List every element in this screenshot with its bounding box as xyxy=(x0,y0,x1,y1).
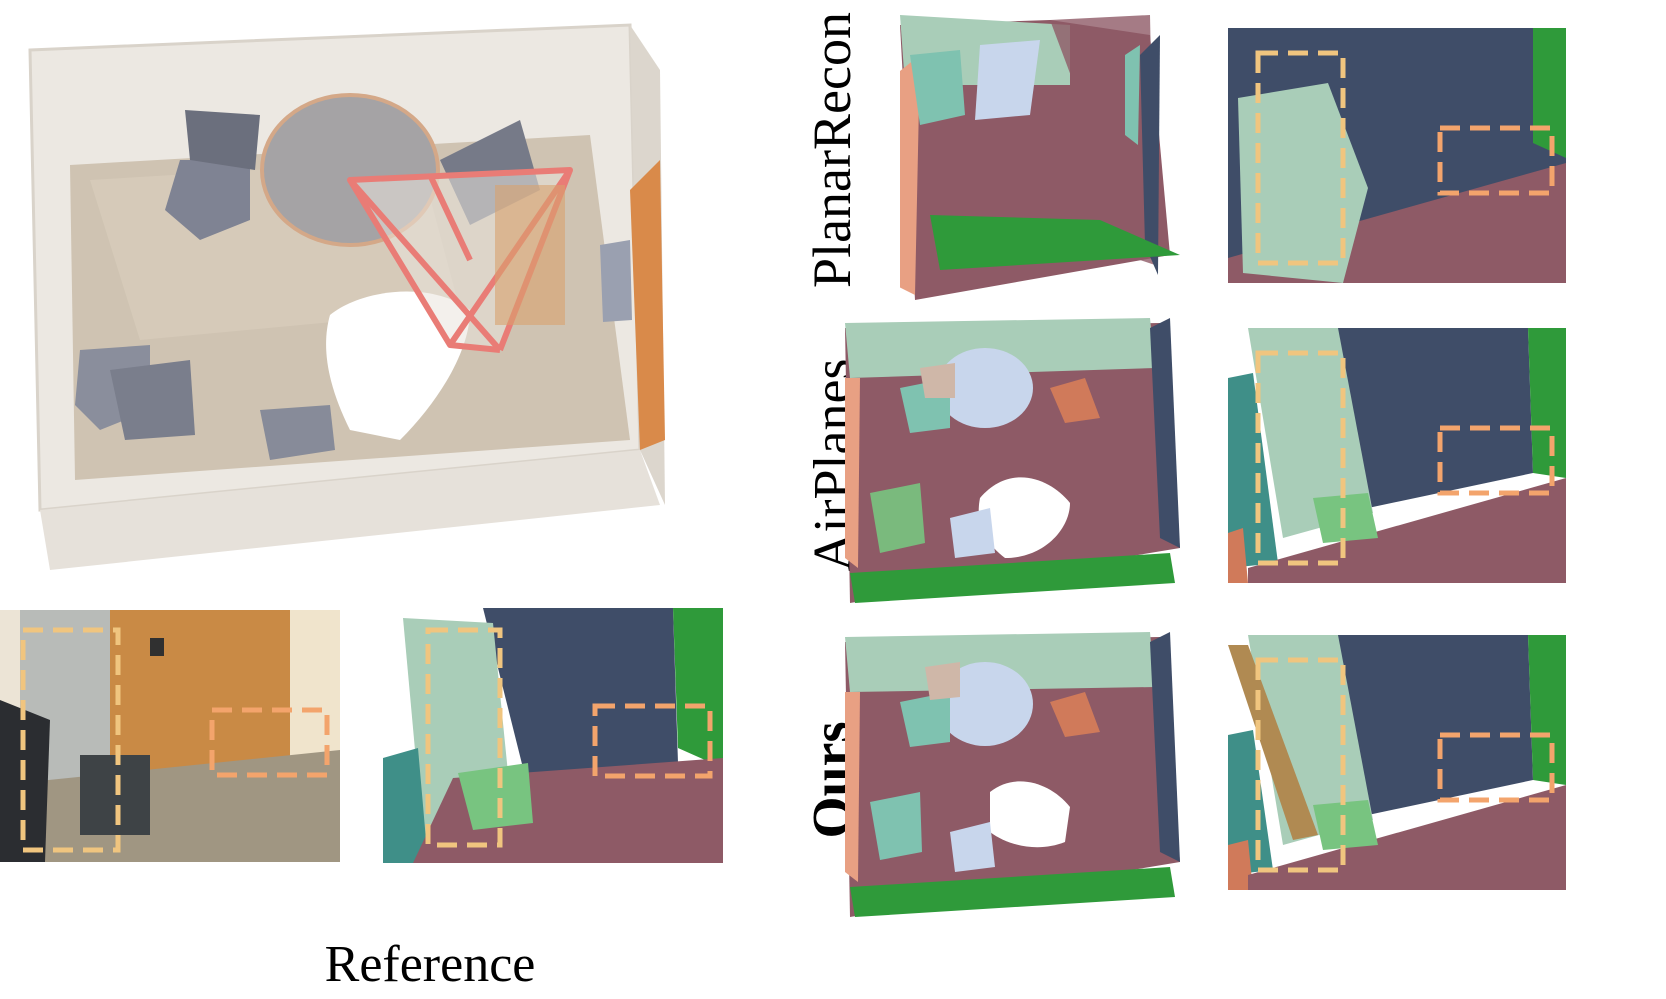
row-label-planarrecon-text: PlanarRecon xyxy=(802,12,862,288)
reference-rgb-photo xyxy=(0,610,340,862)
airplanes-crop xyxy=(1228,328,1566,583)
reference-scene-pointcloud xyxy=(0,10,700,570)
ours-scene xyxy=(840,632,1190,917)
airplanes-scene xyxy=(840,318,1190,603)
reference-rendered-planes xyxy=(383,608,723,863)
planarrecon-scene xyxy=(900,15,1190,300)
ours-crop xyxy=(1228,635,1566,890)
reference-caption: Reference xyxy=(324,936,536,993)
planarrecon-crop xyxy=(1228,28,1566,283)
row-label-planarrecon: PlanarRecon xyxy=(770,0,894,300)
